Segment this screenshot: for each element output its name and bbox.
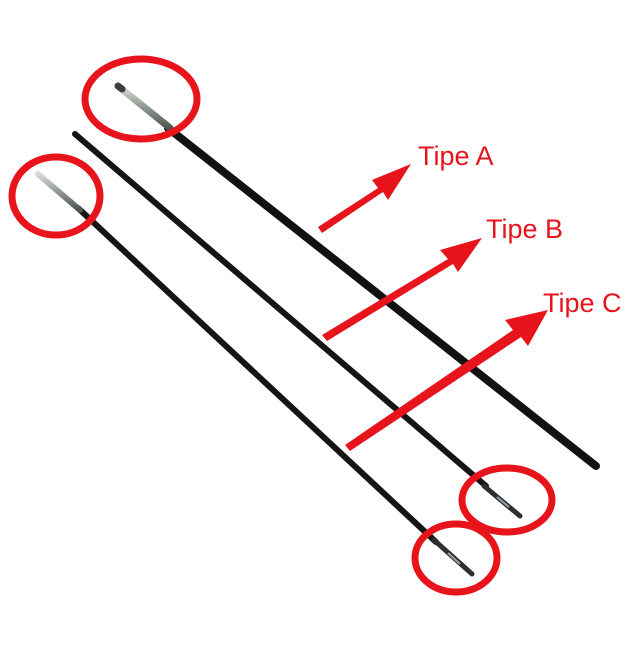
arrows [318, 164, 548, 451]
label-tipe-c: Tipe C [543, 288, 622, 318]
label-tipe-a: Tipe A [418, 141, 494, 171]
circle-rod-c-end [411, 520, 501, 596]
rod-a-metal-tip [114, 82, 174, 132]
rod-b [72, 131, 523, 519]
rod-c [35, 171, 475, 577]
label-tipe-b: Tipe B [486, 214, 563, 244]
highlight-circles [8, 55, 556, 596]
rod-c-metal-tip [35, 171, 83, 213]
circle-rod-c-tip [8, 153, 104, 239]
arrow-tipe-b [322, 238, 482, 341]
circle-rod-b-end [458, 464, 556, 536]
rod-a [114, 82, 600, 470]
arrow-tipe-c [345, 310, 548, 451]
circle-rod-a-tip [81, 55, 201, 143]
arrow-tipe-a [318, 164, 411, 233]
